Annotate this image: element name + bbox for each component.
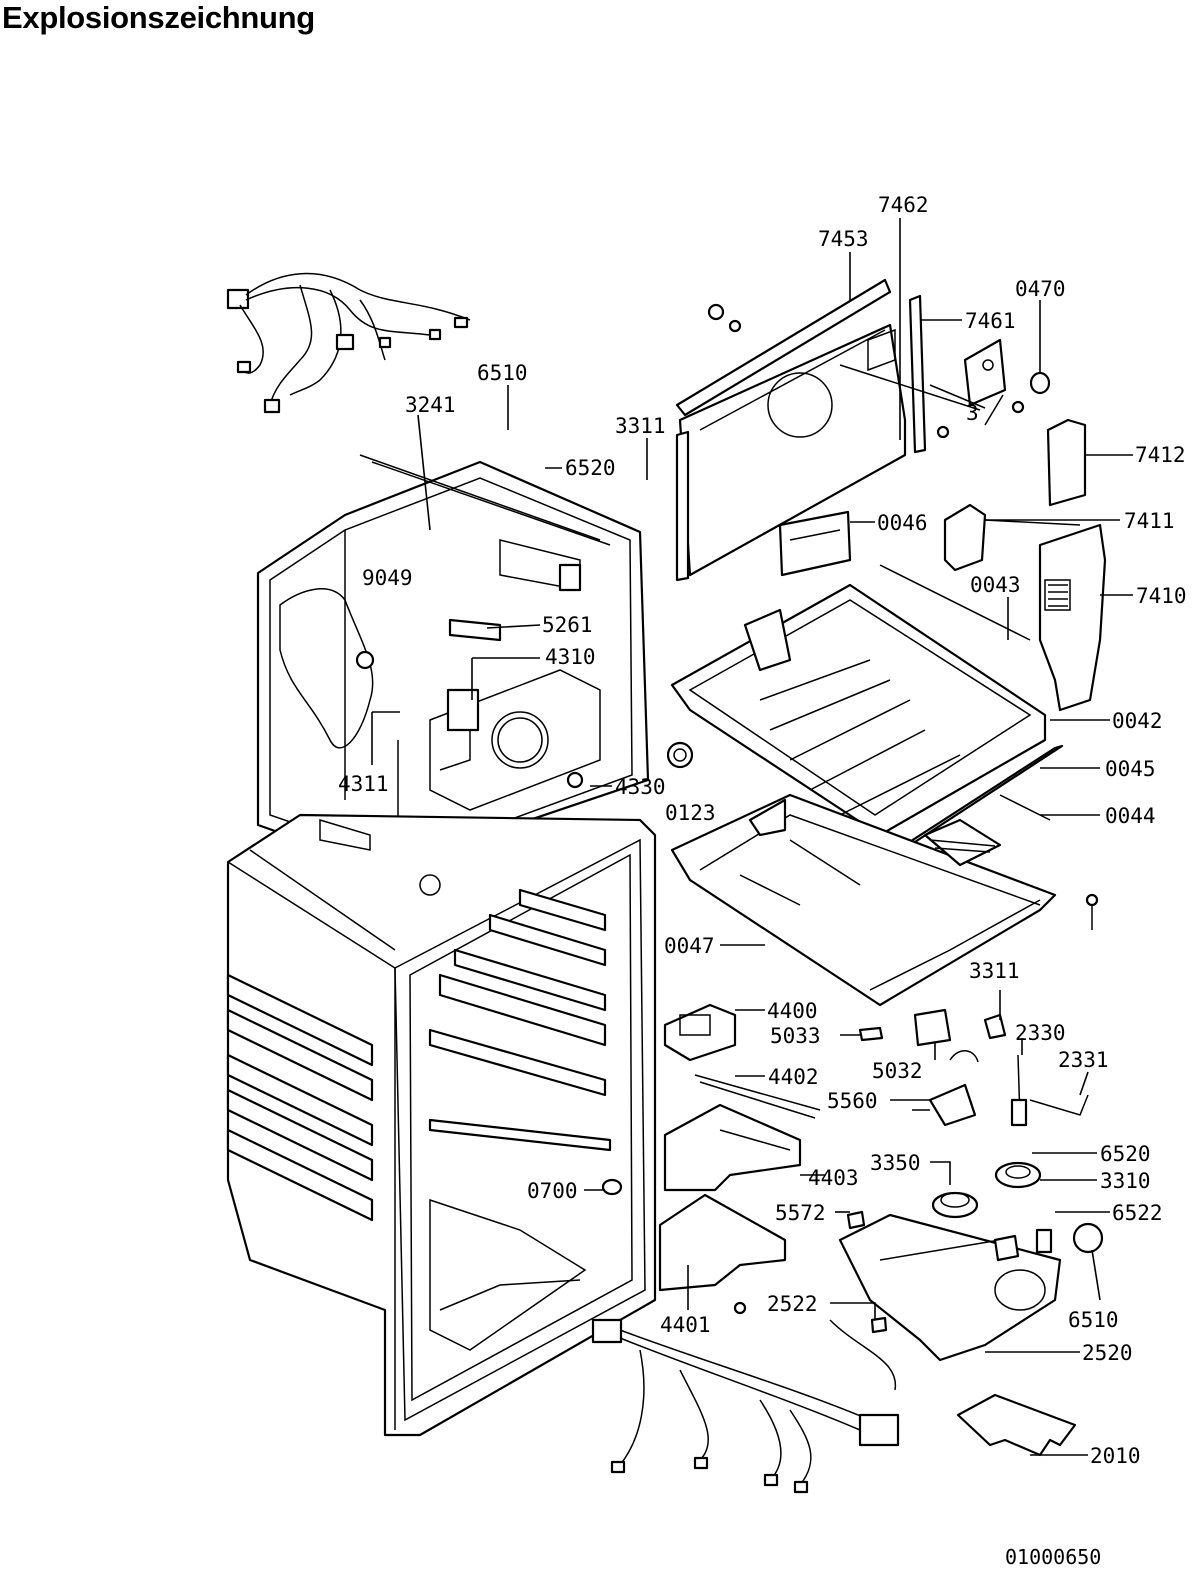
part-label: 3310 xyxy=(1100,1169,1151,1193)
part-labels: 7462 7453 0470 7461 6510 3241 3311 6520 … xyxy=(338,193,1187,1468)
part-label: 4402 xyxy=(768,1065,819,1089)
bracket-assembly xyxy=(839,338,1051,439)
part-label: 7453 xyxy=(818,227,869,251)
part-label: 2330 xyxy=(1015,1021,1066,1045)
part-label: 0046 xyxy=(877,511,928,535)
part-label: 0043 xyxy=(970,573,1021,597)
part-label: 4403 xyxy=(808,1166,859,1190)
block-7411 xyxy=(943,503,987,572)
part-label: 7411 xyxy=(1124,509,1175,533)
part-label: 5560 xyxy=(827,1089,878,1113)
part-label: 6510 xyxy=(1068,1308,1119,1332)
part-label: 4401 xyxy=(660,1313,711,1337)
leader-lines xyxy=(371,218,1133,1456)
part-label: 0123 xyxy=(665,801,716,825)
part-label: 2520 xyxy=(1082,1341,1133,1365)
part-label: 2331 xyxy=(1058,1048,1109,1072)
part-label: 7461 xyxy=(965,309,1016,333)
part-label: 7412 xyxy=(1135,443,1186,467)
part-label: 6510 xyxy=(477,361,528,385)
part-label: 2522 xyxy=(767,1292,818,1316)
part-label: 0470 xyxy=(1015,277,1066,301)
part-label: 0044 xyxy=(1105,804,1156,828)
tray-0042 xyxy=(670,564,1064,858)
part-label: 4311 xyxy=(338,772,389,796)
lower-right-assembly xyxy=(838,1008,1104,1362)
base-tray-0047 xyxy=(666,741,1099,1007)
page-title: Explosionszeichnung xyxy=(2,0,315,35)
line-art xyxy=(226,218,1133,1494)
part-label: 9049 xyxy=(362,566,413,590)
part-label: 0045 xyxy=(1105,757,1156,781)
part-label: 7410 xyxy=(1136,584,1187,608)
wiring-harness-top xyxy=(226,272,471,414)
lower-left-parts xyxy=(601,1003,884,1292)
plate-2010 xyxy=(956,1393,1077,1457)
part-label: 5033 xyxy=(770,1024,821,1048)
part-label: 0042 xyxy=(1112,709,1163,733)
part-label: 6520 xyxy=(565,456,616,480)
part-label: 2010 xyxy=(1090,1444,1141,1468)
wiring-harness-bottom xyxy=(591,1301,900,1494)
part-label: 0700 xyxy=(527,1179,578,1203)
part-label: 7462 xyxy=(878,193,929,217)
part-label: 3241 xyxy=(405,393,456,417)
part-label: 5261 xyxy=(542,613,593,637)
back-panel xyxy=(675,278,927,582)
part-label: 5032 xyxy=(872,1059,923,1083)
part-label: 3350 xyxy=(870,1151,921,1175)
part-label: 6522 xyxy=(1112,1201,1163,1225)
housing-7410 xyxy=(1038,523,1107,712)
part-label: 6520 xyxy=(1100,1142,1151,1166)
mark-label: 3 xyxy=(966,401,979,425)
main-cabinet xyxy=(226,813,657,1437)
part-label: 0047 xyxy=(664,934,715,958)
part-label: 3311 xyxy=(615,414,666,438)
part-label: 4400 xyxy=(767,999,818,1023)
document-number: 01000650 xyxy=(1005,1545,1102,1569)
part-label: 4330 xyxy=(615,775,666,799)
cover-7412 xyxy=(1046,418,1087,507)
part-label: 5572 xyxy=(775,1201,826,1225)
part-label: 4310 xyxy=(545,645,596,669)
part-label: 3311 xyxy=(969,959,1020,983)
